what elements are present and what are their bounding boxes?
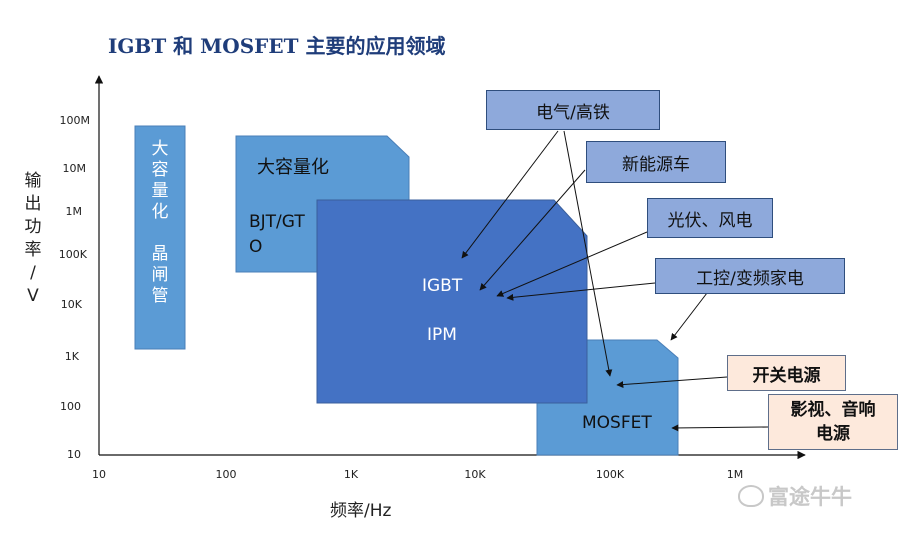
y-axis-label-char: /: [30, 263, 36, 283]
y-axis-label-char: 率: [24, 240, 42, 260]
application-ev: 新能源车: [586, 141, 726, 183]
thyristor-char: 闸: [151, 265, 169, 285]
thyristor-char: 管: [151, 286, 169, 306]
application-av-label-line1: 影视、音响: [790, 400, 876, 420]
application-rail-label: 电气/高铁: [536, 102, 610, 123]
thyristor-char: 量: [151, 181, 169, 201]
thyristor-region: [134, 125, 186, 350]
application-av-label-line2: 电源: [816, 424, 850, 444]
arrow-industrial-igbt: [506, 282, 656, 301]
application-industrial: 工控/变频家电: [655, 258, 845, 294]
y-axis-label-char: 输: [24, 171, 42, 191]
y-tick: 100: [60, 400, 81, 413]
x-tick: 100: [215, 468, 237, 481]
application-ev-label: 新能源车: [622, 154, 690, 175]
application-smps: 开关电源: [727, 355, 846, 391]
y-axis-label-char: 功: [24, 217, 42, 237]
igbt-label: IGBT: [422, 276, 463, 296]
thyristor-char: [135, 223, 185, 244]
application-smps-label: 开关电源: [752, 365, 821, 386]
mosfet-label: MOSFET: [582, 413, 652, 433]
x-tick: 100K: [595, 468, 625, 481]
page-title: IGBT 和 MOSFET 主要的应用领域: [108, 34, 446, 58]
bjt-label-line2: O: [249, 237, 263, 257]
watermark: 富途牛牛: [738, 481, 852, 511]
thyristor-char: 晶: [151, 244, 169, 264]
arrow-ev: [479, 169, 586, 291]
y-tick: 1M: [65, 205, 83, 218]
application-pv-label: 光伏、风电: [667, 210, 753, 231]
x-tick: 10: [92, 468, 106, 481]
x-axis-label: 频率/Hz: [330, 501, 392, 521]
application-industrial-label: 工控/变频家电: [696, 268, 804, 289]
y-tick: 10: [67, 448, 81, 461]
y-axis-label-char: V: [27, 286, 39, 306]
y-tick: 100K: [58, 248, 87, 261]
ipm-label: IPM: [427, 325, 457, 345]
arrow-rail-igbt: [461, 130, 559, 259]
y-tick: 10M: [62, 162, 87, 175]
application-rail: 电气/高铁: [486, 90, 660, 130]
thyristor-label: 大 容 量 化 晶 闸 管: [135, 139, 185, 307]
x-tick: 1M: [726, 468, 744, 481]
y-tick: 100M: [59, 114, 91, 127]
bjt-title: 大容量化: [257, 157, 329, 178]
y-axis-label-char: 出: [24, 194, 42, 214]
arrow-pv: [496, 231, 648, 297]
thyristor-char: 容: [151, 160, 169, 180]
arrow-av: [671, 424, 769, 432]
bjt-label-line1: BJT/GT: [249, 212, 305, 232]
application-pv: 光伏、风电: [647, 198, 773, 238]
y-tick: 1K: [64, 350, 79, 363]
watermark-text: 富途牛牛: [768, 485, 852, 509]
arrow-rail-mosfet: [563, 130, 613, 377]
igbt-ipm-region: [316, 199, 588, 404]
arrow-industrial-mosfet: [670, 292, 708, 341]
thyristor-char: 大: [151, 139, 169, 159]
y-axis-label: 输 出 功 率 / V: [22, 170, 44, 308]
x-tick: 1K: [343, 468, 359, 481]
y-tick: 10K: [60, 298, 82, 311]
thyristor-char: 化: [151, 202, 169, 222]
arrow-smps: [616, 376, 728, 389]
x-tick: 10K: [464, 468, 486, 481]
application-av: 影视、音响 电源: [768, 394, 898, 450]
watermark-logo-icon: [738, 485, 764, 507]
